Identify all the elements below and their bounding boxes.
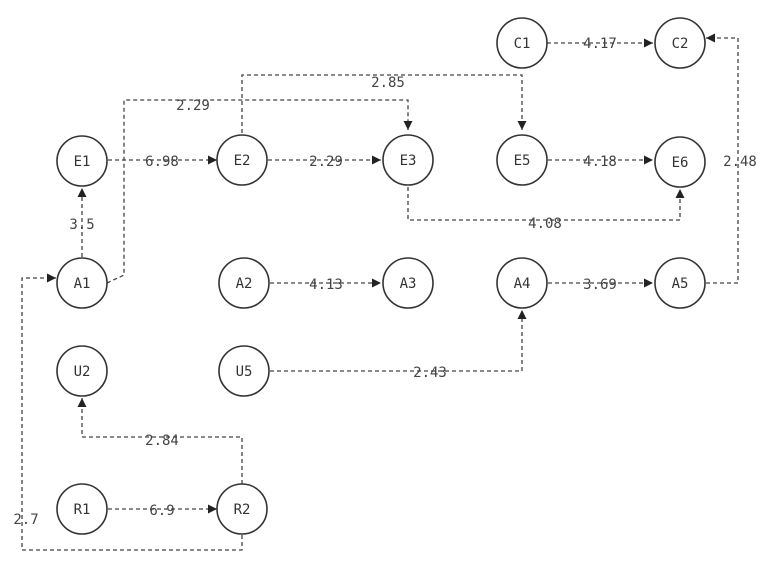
node-label-e5: E5	[514, 153, 531, 169]
edge-label-c1-c2: 4.17	[583, 36, 617, 52]
node-u2: U2	[56, 345, 108, 397]
edge-label-a1-e1: 3.5	[69, 217, 94, 233]
node-label-a1: A1	[74, 276, 91, 292]
edge-e5-e6: 4.18	[548, 154, 653, 170]
node-c2: C2	[654, 17, 706, 69]
node-a4: A4	[496, 257, 548, 309]
node-label-e1: E1	[74, 154, 91, 170]
edge-label-u5-a4: 2.43	[413, 365, 447, 381]
edge-a2-a3: 4.13	[270, 277, 381, 293]
node-label-e6: E6	[672, 155, 689, 171]
edge-c1-c2: 4.17	[547, 36, 653, 52]
node-u5: U5	[218, 345, 270, 397]
edge-label-a2-a3: 4.13	[309, 277, 343, 293]
edge-label-e5-e6: 4.18	[583, 154, 617, 170]
edge-a1-e1: 3.5	[69, 188, 95, 257]
node-a5: A5	[654, 257, 706, 309]
node-r2: R2	[216, 483, 268, 535]
edge-u5-a4: 2.43	[270, 310, 527, 381]
nodes: C1 C2 E1 E2 E3 E5 E6 A1	[56, 17, 706, 535]
edge-e3-e6: 4.08	[407, 187, 685, 232]
node-e2: E2	[216, 134, 268, 186]
node-label-r2: R2	[234, 502, 251, 518]
node-label-e2: E2	[234, 153, 251, 169]
node-a1: A1	[56, 257, 108, 309]
edge-label-e1-e2: 6.98	[145, 154, 179, 170]
edge-a5-c2: 2.48	[706, 33, 757, 284]
node-a3: A3	[382, 257, 434, 309]
node-e1: E1	[56, 135, 108, 187]
edge-r2-u2: 2.84	[77, 398, 243, 484]
edge-e2-e3: 2.29	[268, 154, 381, 170]
node-label-a3: A3	[400, 276, 417, 292]
edge-label-r1-r2: 6.9	[149, 503, 174, 519]
edge-label-a5-c2: 2.48	[723, 154, 757, 170]
node-label-a4: A4	[514, 276, 531, 292]
node-label-a5: A5	[672, 276, 689, 292]
edge-e2-e5: 2.85	[241, 74, 527, 133]
node-r1: R1	[56, 483, 108, 535]
edge-a4-a5: 3.69	[548, 277, 653, 293]
node-label-u2: U2	[74, 364, 91, 380]
edge-label-r2-a1: 2.7	[13, 512, 38, 528]
node-a2: A2	[218, 257, 270, 309]
edge-label-a1-e3: 2.29	[176, 98, 210, 114]
node-c1: C1	[496, 17, 548, 69]
node-label-a2: A2	[236, 276, 253, 292]
edge-label-e3-e6: 4.08	[528, 216, 562, 232]
edge-label-r2-u2: 2.84	[145, 433, 179, 449]
node-label-e3: E3	[400, 153, 417, 169]
node-label-u5: U5	[236, 364, 253, 380]
edge-r1-r2: 6.9	[108, 503, 217, 519]
edge-label-e2-e3: 2.29	[309, 154, 343, 170]
edge-label-a4-a5: 3.69	[583, 277, 617, 293]
node-e3: E3	[382, 134, 434, 186]
edge-a1-e3: 2.29	[106, 98, 413, 284]
node-label-c2: C2	[672, 36, 689, 52]
node-e6: E6	[654, 136, 706, 188]
edge-label-e2-e5: 2.85	[371, 75, 405, 91]
edge-r2-a1: 2.7	[13, 273, 243, 551]
edge-e1-e2: 6.98	[108, 154, 217, 170]
node-e5: E5	[496, 134, 548, 186]
edges: 4.17 2.85 2.29 6.98 2.29 4.18	[13, 33, 757, 551]
node-label-r1: R1	[74, 502, 91, 518]
node-label-c1: C1	[514, 36, 531, 52]
